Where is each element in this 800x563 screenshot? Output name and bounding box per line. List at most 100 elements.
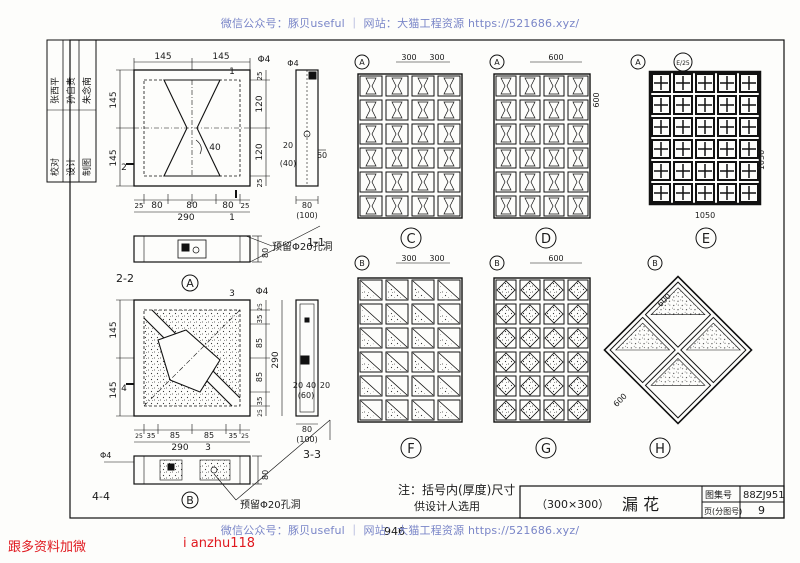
pattern-tile: [359, 195, 383, 217]
pattern-tile: [437, 147, 461, 169]
pattern-tile: [567, 75, 589, 97]
section-3-3: [295, 299, 319, 425]
ref-h: B: [652, 259, 658, 268]
a-dim-right-2: 120: [255, 143, 265, 160]
pattern-tile: [673, 117, 693, 137]
name-1: 孙自贵: [65, 77, 77, 104]
pattern-tile: [437, 351, 461, 373]
note-line1: 注：括号内(厚度)尺寸: [398, 482, 515, 497]
a-dim-left-1: 145: [109, 149, 119, 166]
pattern-h-grid: [603, 275, 753, 425]
promo-text-right: i anzhu118: [183, 536, 256, 551]
pattern-tile: [519, 375, 541, 397]
ref-g: B: [494, 259, 500, 268]
pattern-tile: [567, 303, 589, 325]
pattern-tile: [543, 327, 565, 349]
pattern-tile: [385, 99, 409, 121]
pattern-tile: [411, 99, 435, 121]
s33-dim-2: 20: [320, 381, 330, 390]
pattern-tile: [519, 195, 541, 217]
f-dim-1: 300: [429, 254, 444, 263]
pattern-tile: [359, 123, 383, 145]
pattern-tile: [543, 195, 565, 217]
a-dim-total: 290: [177, 213, 194, 223]
ref-c: A: [359, 58, 365, 67]
pattern-tile: [717, 161, 737, 181]
a-dim-top-1: 145: [212, 52, 229, 62]
pattern-grids: [357, 70, 762, 425]
title-main: 漏 花: [622, 495, 659, 514]
title-block-text: （300×300） 漏 花 图集号 88ZJ951 页(分图号) 9 946: [384, 489, 785, 538]
b-dim-left-1: 145: [109, 381, 119, 398]
pattern-tile: [519, 147, 541, 169]
b-dim-right-5: 25: [257, 409, 264, 417]
page-no: 9: [758, 504, 765, 517]
pattern-tile: [695, 73, 715, 93]
pattern-tile: [543, 75, 565, 97]
pattern-refs: A A E/25 B B B A: [354, 52, 693, 271]
ref-f: B: [359, 259, 365, 268]
pattern-tile: [695, 161, 715, 181]
pattern-tile: [411, 351, 435, 373]
pattern-tile: [673, 95, 693, 115]
s11-dim-3: 80: [302, 201, 312, 210]
pattern-tile: [739, 73, 759, 93]
pattern-tile: [651, 117, 671, 137]
pattern-tile: [495, 351, 517, 373]
ref-e: E/25: [676, 60, 690, 67]
pattern-tile: [359, 279, 383, 301]
pattern-tile: [739, 183, 759, 203]
notes: 注：括号内(厚度)尺寸 供设计人选用: [398, 482, 515, 513]
detail-b: [116, 299, 283, 443]
s22-label: 2-2: [116, 272, 134, 285]
b-dim-left-0: 145: [109, 321, 119, 338]
s11-dim-0: 20: [283, 141, 293, 150]
pattern-tile: [567, 351, 589, 373]
pattern-tile: [519, 279, 541, 301]
pattern-tile: [739, 117, 759, 137]
pattern-tile: [385, 279, 409, 301]
pattern-tile: [695, 95, 715, 115]
ref-e2: A: [635, 58, 641, 67]
a-dim-right-3: 25: [256, 179, 264, 188]
pattern-tile: [495, 303, 517, 325]
b-dim-right-0: 25: [257, 303, 264, 311]
pattern-f-label: F: [407, 442, 414, 457]
s44-rebar: Φ4: [100, 451, 111, 460]
section-4-4: [104, 419, 331, 501]
f-dim-0: 300: [401, 254, 416, 263]
marker-b-label: B: [186, 494, 194, 507]
s11-dim-2: (40): [280, 159, 296, 168]
section-1-1: [295, 69, 326, 204]
marker-b: B: [181, 491, 199, 509]
a-dim-bot-0: 25: [135, 202, 144, 210]
s33-dim-4: 80: [302, 425, 312, 434]
pattern-tile: [437, 399, 461, 421]
pattern-tile: [411, 171, 435, 193]
pattern-d-grid: [493, 73, 591, 219]
pattern-g-grid: [493, 277, 591, 423]
pattern-tile: [651, 95, 671, 115]
a-dim-bot-2: 80: [186, 201, 198, 211]
pattern-tile: [411, 399, 435, 421]
pattern-tile: [385, 327, 409, 349]
pattern-tile: [385, 75, 409, 97]
pattern-tile: [543, 123, 565, 145]
pattern-tile: [519, 123, 541, 145]
pattern-d-label: D: [541, 232, 551, 247]
pattern-tile: [411, 147, 435, 169]
pattern-f-grid: [357, 277, 463, 423]
pattern-tile: [567, 123, 589, 145]
note-line2: 供设计人选用: [414, 499, 480, 513]
pattern-tile: [567, 195, 589, 217]
pattern-tile: [495, 279, 517, 301]
a-dim-top-0: 145: [154, 52, 171, 62]
section-2-2: [133, 225, 321, 263]
s33-dim-1: 40: [306, 381, 316, 390]
watermark-bottom: 微信公众号：豚贝useful ｜ 网站：大猫工程资源 https://52168…: [220, 524, 580, 537]
pattern-tile: [695, 183, 715, 203]
pattern-tile: [495, 123, 517, 145]
role-0: 校对: [49, 158, 61, 176]
s33-dim-3: (60): [298, 391, 314, 400]
